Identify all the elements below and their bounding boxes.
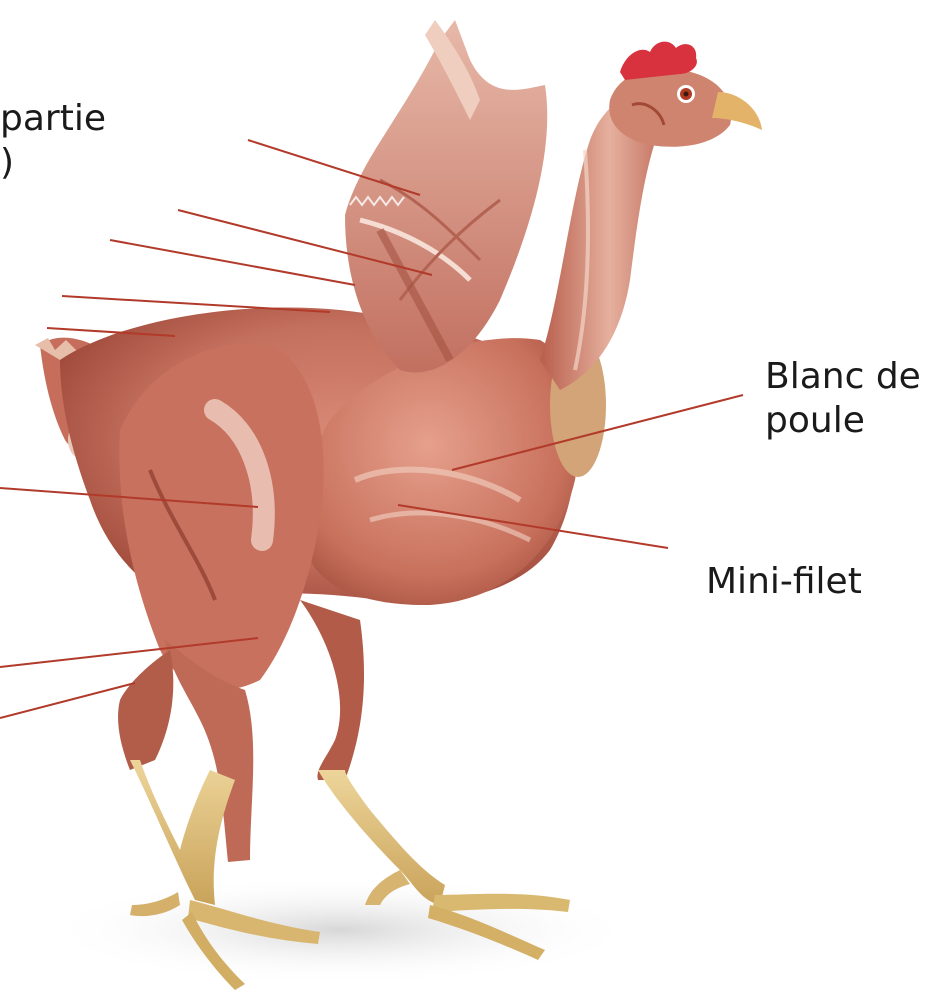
label-partie-line2: ) [0,141,106,185]
leader-line-back [62,296,330,312]
label-blanc-line1: Blanc de [765,355,921,399]
raised-wing [345,20,547,372]
label-mini-filet-text: Mini-filet [706,560,862,604]
label-mini-filet: Mini-filet [706,560,862,604]
label-partie-line1: partie [0,97,106,141]
label-partie: partie ) [0,97,106,185]
head [609,42,762,147]
leader-line-drumstick-lower [0,683,135,718]
label-blanc-de-poule: Blanc de poule [765,355,921,443]
label-blanc-line2: poule [765,399,921,443]
ground-shadow [40,875,640,985]
